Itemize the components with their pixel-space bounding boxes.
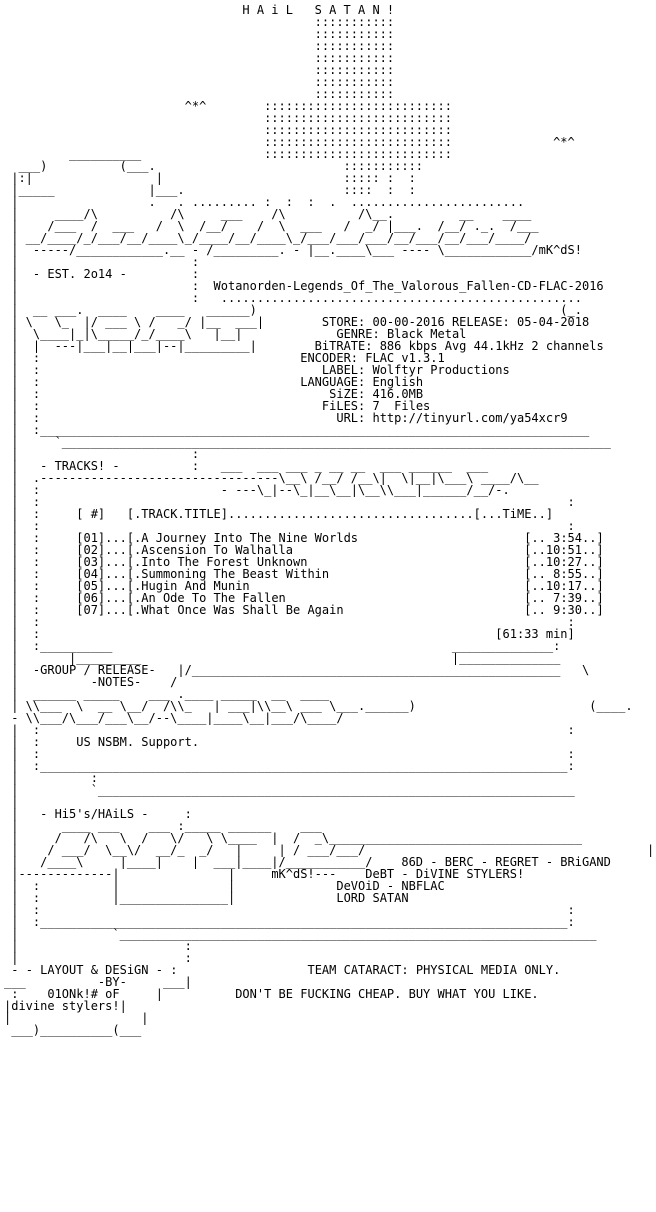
track-number: [06]: [76, 591, 106, 605]
track-header-title: [.TRACK.TITLE]: [126, 507, 228, 521]
author-line-1: 01ONk!# oF: [47, 987, 120, 1001]
track-row: | : [01]...[.A Journey Into The Nine Wor…: [4, 531, 604, 545]
notes-label-2: -NOTES-: [90, 675, 142, 689]
cross-art-line: ^*^ ::::::::::::::::::::::::::: [4, 99, 452, 113]
hails-line: LORD SATAN: [336, 891, 409, 905]
release-field-value: English: [372, 375, 424, 389]
release-field-key: URL:: [336, 411, 366, 425]
track-header-time: [...TiME..]: [473, 507, 554, 521]
release-field-value: 886 kbps Avg 44.1kHz 2 channels: [379, 339, 604, 353]
release-field-value: 416.0MB: [372, 387, 424, 401]
track-time: [..10:51..]: [524, 543, 604, 557]
cross-art-line: :::::::::::: [4, 15, 395, 29]
cross-art-line: :::::::::::: [4, 63, 395, 77]
release-field-key: BiTRATE:: [314, 339, 373, 353]
cross-art-line: |:| | ::::: : :: [4, 171, 416, 185]
track-time: [.. 3:54..]: [524, 531, 604, 545]
cross-art-line: __________ ::::::::::::::::::::::::::: [4, 147, 452, 161]
release-field-key: ENCODER:: [300, 351, 359, 365]
info-logo-line: | __ ___. ____ ____ ______) (_.: [4, 303, 582, 317]
track-time: [..10:17..]: [524, 579, 604, 593]
track-title: A Journey Into The Nine Worlds: [141, 531, 359, 545]
cross-art-line: |_____ |___. :::: : :: [4, 183, 416, 197]
track-title: Hugin And Munin: [141, 579, 250, 593]
cataract-logo-line: | __/____/_/___/__/____\_/____/__/____\_…: [4, 231, 532, 245]
track-number: [01]: [76, 531, 106, 545]
hails-line: DeVOiD - NBFLAC: [336, 879, 445, 893]
track-number: [05]: [76, 579, 106, 593]
cross-art-line: :::::::::::: [4, 75, 395, 89]
track-row: | : [02]...[.Ascension To Walhalla [..10…: [4, 543, 604, 557]
hails-line: 86D - BERC - REGRET - BRiGAND: [401, 855, 611, 869]
release-field-value: 00-00-2016 RELEASE: 05-04-2018: [372, 315, 590, 329]
cataract-logo-line: | ____/\ /\ ___ /\ /\__. __ ____: [4, 207, 532, 221]
cross-art-line: ::::::::::::::::::::::::::: [4, 111, 452, 125]
release-field-value: Wolftyr Productions: [372, 363, 510, 377]
hails-credit: mK^dS!---: [271, 867, 337, 881]
cross-art-line: | . . ......... : : : . ................…: [4, 195, 525, 209]
est-label: | - EST. 2o14 - :: [4, 267, 200, 281]
track-title: Into The Forest Unknown: [141, 555, 308, 569]
track-time: [.. 8:55..]: [524, 567, 604, 581]
track-row: | : [06]...[.An Ode To The Fallen [.. 7:…: [4, 591, 604, 605]
cataract-logo-line: | -----/____________.__ - /_________. - …: [4, 243, 582, 257]
hail-satan-title: H A i L S A T A N !: [4, 3, 395, 17]
team-statement: TEAM CATARACT: PHYSICAL MEDIA ONLY.: [307, 963, 561, 977]
track-title: Ascension To Walhalla: [141, 543, 293, 557]
slogan: DON'T BE FUCKING CHEAP. BUY WHAT YOU LIK…: [235, 987, 539, 1001]
notes-text: US NSBM. Support.: [76, 735, 200, 749]
cross-art-line: ___) (___. :::::::::::: [4, 159, 424, 173]
cataract-logo-line: | /___ / ___ / \ /__/ / \ ___ / _/ |___.…: [4, 219, 539, 233]
track-time: [.. 9:30..]: [524, 603, 604, 617]
release-field-key: LANGUAGE:: [300, 375, 366, 389]
release-name: Wotanorden-Legends_Of_The_Valorous_Falle…: [213, 279, 604, 293]
track-title: An Ode To The Fallen: [141, 591, 286, 605]
release-field-key: SiZE:: [329, 387, 366, 401]
by-label: -BY-: [97, 975, 127, 989]
track-number: [03]: [76, 555, 106, 569]
track-number: [04]: [76, 567, 106, 581]
track-row: | : [04]...[.Summoning The Beast Within …: [4, 567, 604, 581]
track-row: | : [07]...[.What Once Was Shall Be Agai…: [4, 603, 604, 617]
hails-line: DeBT - DiVINE STYLERS!: [365, 867, 525, 881]
release-field-value: Black Metal: [386, 327, 467, 341]
hails-label: - Hi5's/HAiLS -: [40, 807, 149, 821]
release-field-key: LABEL:: [321, 363, 366, 377]
author-line-2: divine stylers!: [11, 999, 120, 1013]
track-row: | : [03]...[.Into The Forest Unknown [..…: [4, 555, 604, 569]
nfo-ascii-art: H A i L S A T A N ! ::::::::::: ::::::::…: [4, 3, 655, 1037]
cross-art-line: :::::::::::: [4, 27, 395, 41]
layout-design-label: - LAYOUT & DESiGN -: [25, 963, 163, 977]
track-title: Summoning The Beast Within: [141, 567, 330, 581]
cross-art-line: :::::::::::::::::::::::::: ^*^: [4, 135, 575, 149]
track-total-time: [61:33 min]: [495, 627, 575, 641]
tracks-label: - TRACKS! -: [40, 459, 120, 473]
release-field-value: FLAC v1.3.1: [365, 351, 445, 365]
cross-art-line: :::::::::::: [4, 39, 395, 53]
track-number: [07]: [76, 603, 106, 617]
track-title: What Once Was Shall Be Again: [141, 603, 344, 617]
release-field-value: http://tinyurl.com/ya54xcr9: [372, 411, 568, 425]
cross-art-line: ::::::::::::::::::::::::::: [4, 123, 452, 137]
track-header-num: [ #]: [76, 507, 106, 521]
release-field-value: 7 Files: [372, 399, 431, 413]
cross-art-line: :::::::::::: [4, 51, 395, 65]
notes-label: -GROUP / RELEASE-: [32, 663, 156, 677]
track-time: [.. 7:39..]: [524, 591, 604, 605]
track-time: [..10:27..]: [524, 555, 604, 569]
release-field-key: GENRE:: [336, 327, 380, 341]
release-field-key: FiLES:: [321, 399, 366, 413]
cross-art-line: :::::::::::: [4, 87, 395, 101]
track-number: [02]: [76, 543, 106, 557]
release-field-key: STORE:: [321, 315, 366, 329]
track-row: | : [05]...[.Hugin And Munin [..10:17..]: [4, 579, 604, 593]
